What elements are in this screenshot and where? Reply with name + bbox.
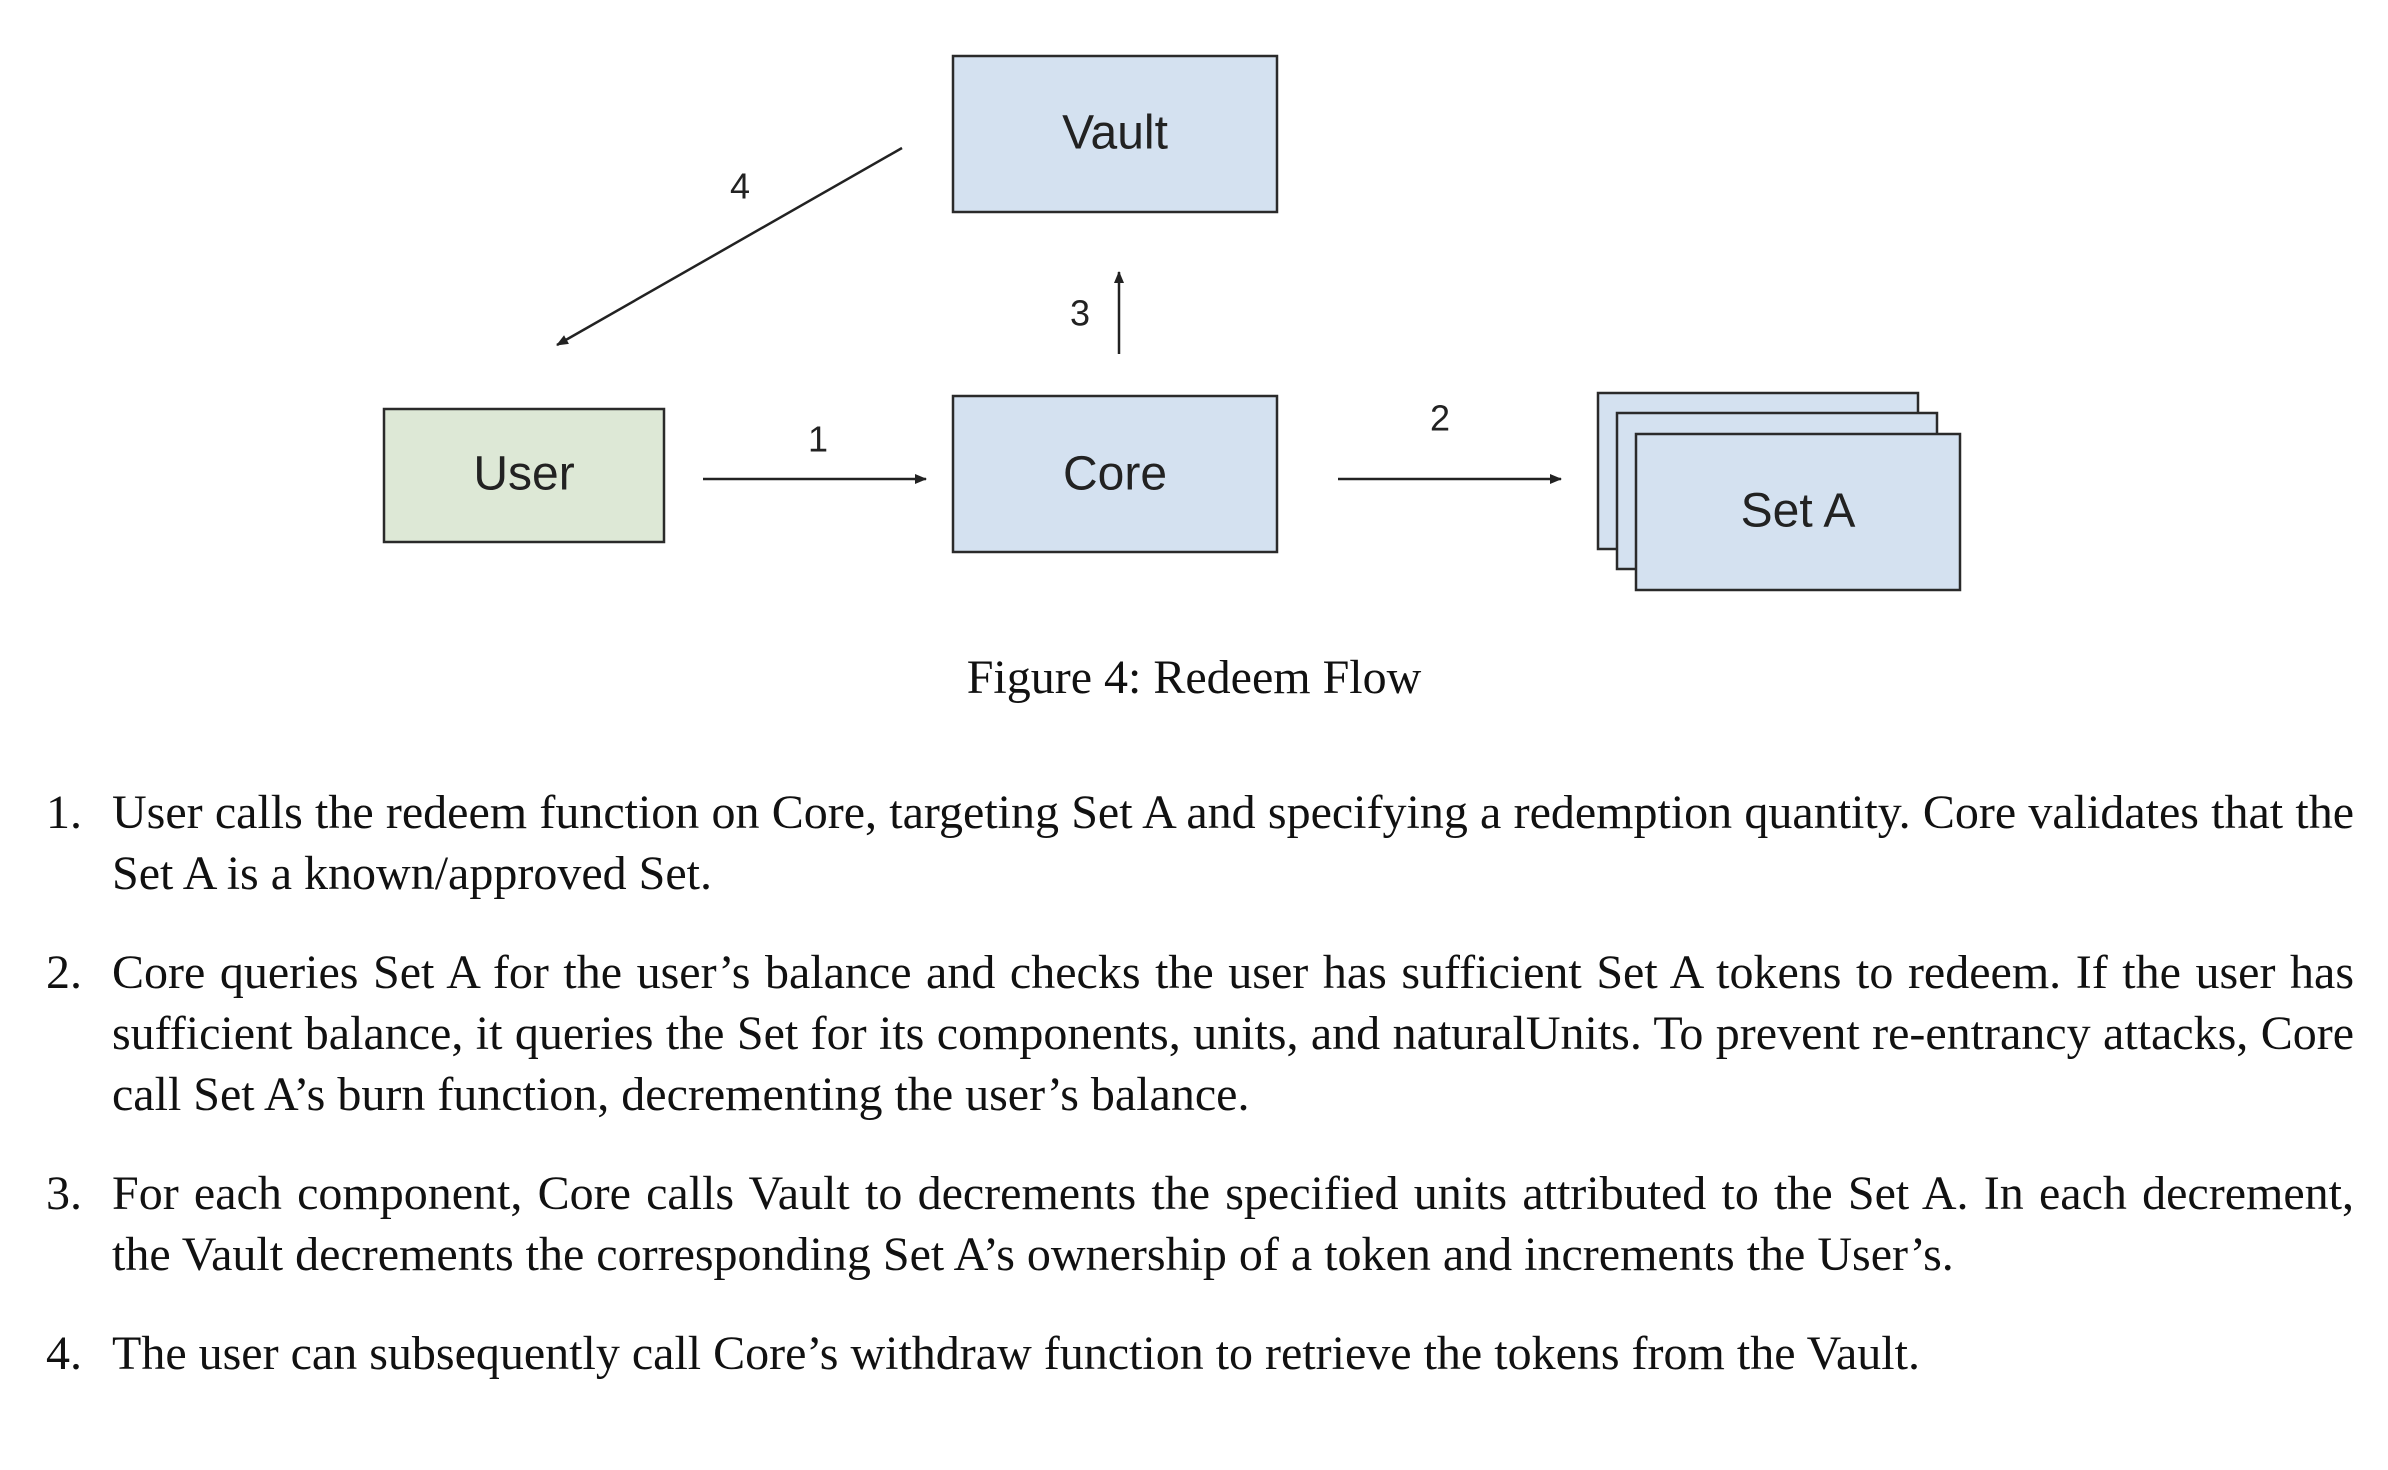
redeem-flow-diagram: Vault Core User Set A 1 2 3 4 xyxy=(382,54,1962,592)
core-node: Core xyxy=(951,394,1279,554)
edge-3-core-to-vault: 3 xyxy=(1070,271,1124,354)
edge-4-label: 4 xyxy=(730,166,750,207)
list-item-number: 1. xyxy=(46,786,82,839)
vault-label: Vault xyxy=(1062,107,1168,160)
list-item-number: 4. xyxy=(46,1327,82,1380)
list-item-text: User calls the redeem function on Core, … xyxy=(112,786,2354,900)
arrow-4 xyxy=(556,146,903,347)
redeem-steps-list: 1. User calls the redeem function on Cor… xyxy=(46,782,2354,1422)
user-box xyxy=(382,407,666,544)
user-node: User xyxy=(382,407,666,544)
list-item: 4. The user can subsequently call Core’s… xyxy=(46,1323,2354,1384)
edge-4-vault-to-user: 4 xyxy=(556,146,903,347)
vault-node: Vault xyxy=(951,54,1279,214)
edge-3-label: 3 xyxy=(1070,293,1090,334)
edge-2-label: 2 xyxy=(1430,398,1450,439)
core-label: Core xyxy=(1063,448,1167,501)
user-label: User xyxy=(473,448,574,501)
list-item-text: For each component, Core calls Vault to … xyxy=(112,1167,2354,1281)
list-item-number: 3. xyxy=(46,1167,82,1220)
edge-1-user-to-core: 1 xyxy=(703,419,927,484)
list-item: 3. For each component, Core calls Vault … xyxy=(46,1163,2354,1285)
list-item: 2. Core queries Set A for the user’s bal… xyxy=(46,942,2354,1125)
set-a-node-stack: Set A xyxy=(1596,391,1962,592)
edge-2-core-to-set-a: 2 xyxy=(1338,398,1562,484)
list-item: 1. User calls the redeem function on Cor… xyxy=(46,782,2354,904)
core-box xyxy=(951,394,1279,554)
list-item-text: The user can subsequently call Core’s wi… xyxy=(112,1327,1920,1380)
list-item-text: Core queries Set A for the user’s balanc… xyxy=(112,946,2354,1121)
edge-1-label: 1 xyxy=(808,419,828,460)
figure-caption: Figure 4: Redeem Flow xyxy=(966,651,1422,704)
set-a-front-box xyxy=(1634,432,1962,592)
set-a-label: Set A xyxy=(1741,485,1856,538)
list-item-number: 2. xyxy=(46,946,82,999)
vault-box xyxy=(951,54,1279,214)
